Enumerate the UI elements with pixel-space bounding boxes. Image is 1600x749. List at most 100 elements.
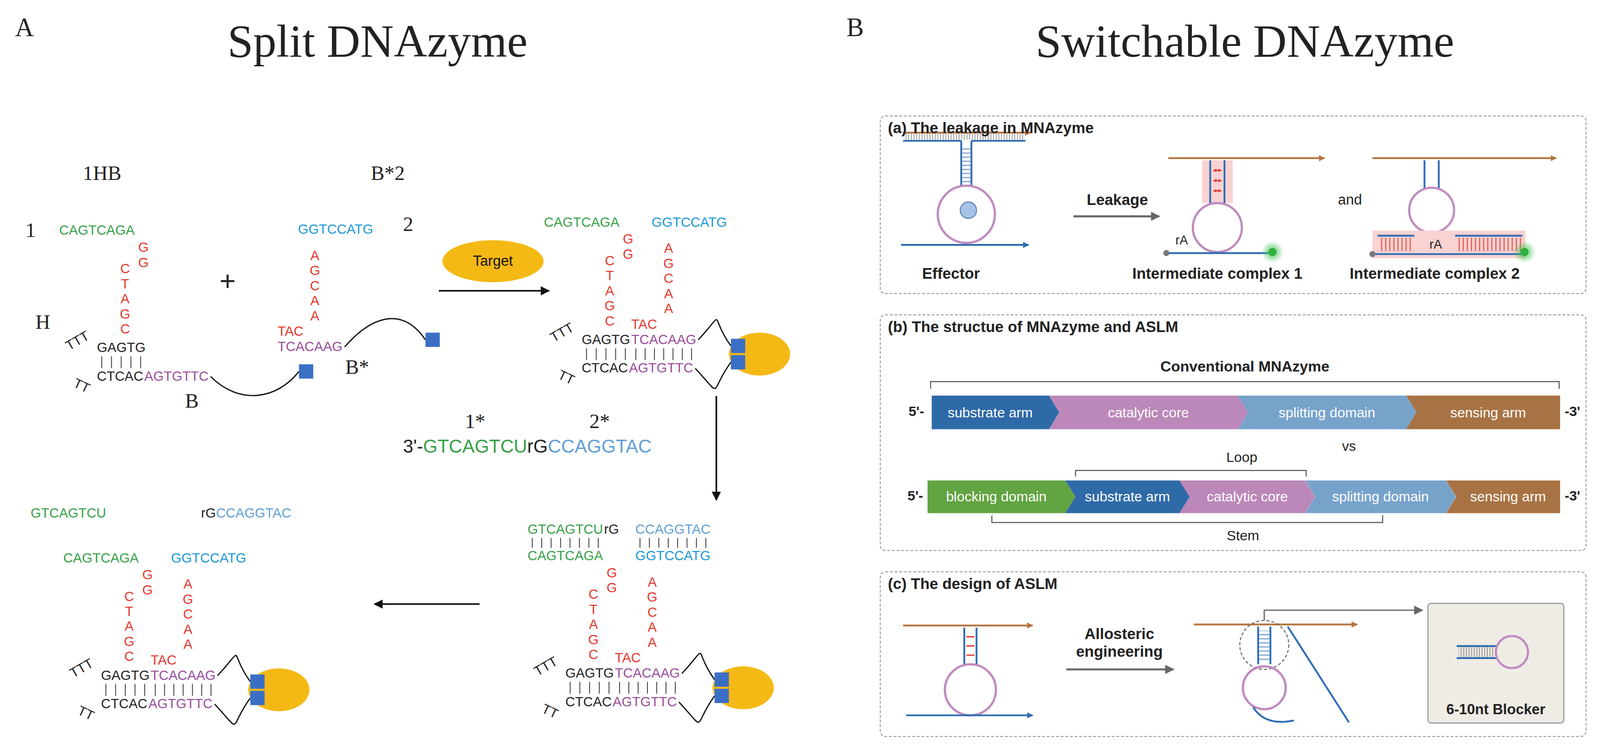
segment-label: blocking domain xyxy=(946,488,1047,505)
base-pair-bar xyxy=(648,537,650,548)
plus-sign: + xyxy=(219,264,236,297)
linker-curve xyxy=(698,319,731,346)
aptamer-square xyxy=(250,674,265,689)
node-label: 6-10nt Blocker xyxy=(1428,701,1564,718)
base-pair-bar xyxy=(164,684,166,697)
complex-illustration xyxy=(1409,187,1455,233)
complex-illustration xyxy=(1372,253,1523,256)
base-pair-bar xyxy=(691,348,692,361)
target-ellipse xyxy=(729,332,791,376)
complex-illustration xyxy=(1268,248,1277,257)
base-pair-bar xyxy=(144,684,146,697)
complex-illustration xyxy=(1213,179,1222,181)
row-title: Conventional MNAzyme xyxy=(1160,357,1330,375)
base-pair-bar xyxy=(608,681,610,694)
base-pair-bar xyxy=(681,348,683,361)
complex-illustration xyxy=(1372,230,1526,258)
sequence-label: CTAGC xyxy=(586,586,601,662)
panel-letter: A xyxy=(15,12,34,43)
segment-fill xyxy=(1179,480,1316,513)
base-pair-bar xyxy=(130,356,132,369)
aptamer-square xyxy=(425,332,441,347)
target-ellipse: Target xyxy=(441,239,544,283)
sequence-label: CTAGC xyxy=(122,588,136,665)
base-pair-bar xyxy=(637,681,639,694)
strand-name: 2 xyxy=(403,212,414,237)
base-pair-bar xyxy=(192,684,193,697)
base-pair-bar xyxy=(677,537,679,548)
complex-illustration xyxy=(1210,160,1225,205)
panel-box: substrate arm catalytic core splitting dom… xyxy=(879,314,1588,551)
aslm-illustration xyxy=(1258,626,1271,665)
sequence-label: TCACAAG xyxy=(277,339,343,355)
base-pair-bar xyxy=(667,537,669,548)
segment-label: substrate arm xyxy=(947,404,1033,421)
figure-label: Effector xyxy=(921,264,980,283)
sequence-label: TAC xyxy=(150,652,177,668)
complex-illustration xyxy=(1372,157,1556,160)
segment-label: splitting domain xyxy=(1278,404,1376,421)
aslm-illustration xyxy=(1253,707,1294,723)
effector-illustration xyxy=(962,146,971,183)
sequence-label: TAC xyxy=(614,650,641,666)
base-pair-bar xyxy=(531,537,533,548)
base-pair-bar xyxy=(663,348,665,361)
end-label: 5'- xyxy=(908,403,925,420)
linker-curve xyxy=(695,362,731,389)
domain-segment: sensing arm xyxy=(1406,395,1561,430)
arrow-label: Allosteric engineering xyxy=(1063,625,1176,661)
base-pair-bar xyxy=(579,681,581,694)
base-pair-bar xyxy=(696,537,698,548)
reaction-arrow xyxy=(374,290,717,604)
effector-illustration xyxy=(960,202,977,219)
sequence-label: 3'- xyxy=(403,435,423,457)
aptamer-square xyxy=(714,688,730,704)
aslm-illustration xyxy=(1287,626,1350,723)
sequence-label: TT xyxy=(70,375,93,397)
base-pair-bar xyxy=(101,356,103,369)
domain-segment: substrate arm xyxy=(931,395,1060,430)
segment-fill xyxy=(1049,395,1248,430)
complex-illustration xyxy=(1369,250,1376,257)
base-pair-bar xyxy=(560,537,562,548)
panel-box: 6-10nt Blocker(c) The design of ASLM xyxy=(879,571,1588,737)
ellipse-fill xyxy=(442,240,544,282)
sequence-label: TT xyxy=(75,702,97,724)
base-pair-bar xyxy=(705,537,707,548)
sequence-label: TTT xyxy=(531,653,561,679)
end-label: 5'- xyxy=(907,487,924,505)
segment-fill xyxy=(1446,480,1561,513)
base-pair-bar xyxy=(105,684,107,697)
aslm-illustration xyxy=(1239,620,1289,670)
hairpin-loop xyxy=(1495,635,1528,668)
base-pair-bar xyxy=(586,348,588,361)
base-pair-bar xyxy=(686,537,688,548)
effector-illustration xyxy=(937,185,995,243)
sequence-label: CAGTCAGA xyxy=(59,223,135,239)
effector-illustration xyxy=(901,132,1031,245)
strand-name: B*2 xyxy=(370,161,405,186)
aslm-illustration xyxy=(964,627,977,665)
segment-label: sensing arm xyxy=(1450,404,1526,421)
site-label: rA xyxy=(1429,237,1442,253)
strand-name: 1* xyxy=(465,409,486,434)
base-pair-bar xyxy=(656,681,658,694)
bracket xyxy=(1075,470,1306,477)
base-pair-bar xyxy=(182,684,184,697)
domain-name: B xyxy=(185,389,199,413)
effector-illustration xyxy=(901,243,1029,246)
reaction-arrow xyxy=(438,289,550,292)
sequence-label: GAGTG xyxy=(565,665,615,681)
strand-name: 2* xyxy=(589,409,610,434)
linker-curve xyxy=(210,371,300,396)
base-pair-bar xyxy=(644,348,646,361)
effector-illustration xyxy=(961,140,972,187)
base-pair-bar xyxy=(173,684,175,697)
reaction-arrow xyxy=(715,396,718,500)
domain-segment: catalytic core xyxy=(1179,480,1316,513)
segment-label: catalytic core xyxy=(1107,404,1190,421)
stem-strand xyxy=(1456,646,1496,659)
base-pair-bar xyxy=(639,537,641,548)
base-pair-bar xyxy=(550,537,552,548)
